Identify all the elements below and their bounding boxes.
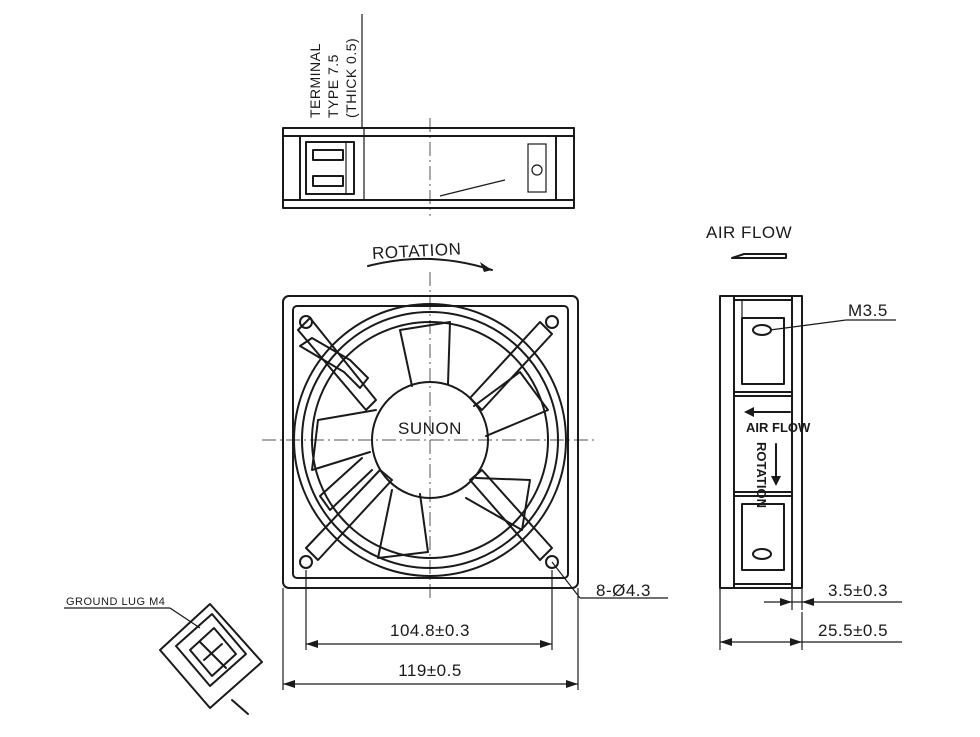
top-view: [282, 118, 575, 216]
brand-label: SUNON: [398, 419, 462, 438]
ground-lug: [159, 603, 263, 715]
hole-spacing-label: 104.8±0.3: [390, 621, 470, 640]
air-flow-arrow: [731, 253, 787, 259]
rotation-arrowhead: [480, 262, 492, 272]
terminal-line1: TERMINAL: [307, 43, 323, 118]
rotation-arrow: [367, 257, 493, 271]
mount-holes-label: 8-Ø4.3: [596, 581, 651, 600]
flange-label: 3.5±0.3: [828, 581, 888, 600]
depth-label: 25.5±0.5: [818, 621, 888, 640]
air-flow-label: AIR FLOW: [706, 223, 792, 242]
terminal-callout: TERMINAL TYPE 7.5 (THICK 0.5): [307, 38, 359, 118]
side-rotation-label: ROTATION: [754, 442, 769, 508]
front-view: [262, 272, 598, 600]
screw-label: M3.5: [848, 301, 888, 320]
terminal-line2: TYPE 7.5: [325, 54, 341, 118]
side-view: [719, 295, 803, 589]
rotation-label: ROTATION: [372, 239, 462, 263]
terminal-line3: (THICK 0.5): [343, 38, 359, 118]
ground-lug-label: GROUND LUG M4: [66, 596, 165, 608]
side-airflow-label: AIR FLOW: [746, 420, 811, 435]
overall-width-label: 119±0.5: [398, 661, 462, 680]
